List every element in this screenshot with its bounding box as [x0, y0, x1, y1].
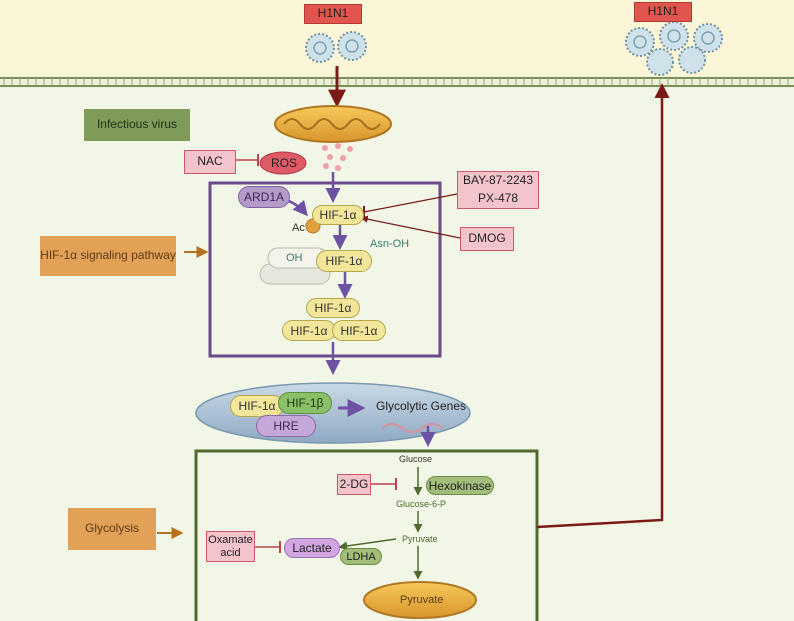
- hre-node: HRE: [256, 415, 316, 437]
- oh-cloud: [259, 247, 331, 285]
- 2dg-label: 2-DG: [337, 474, 371, 495]
- h1n1-label-right: H1N1: [634, 2, 692, 22]
- h1n1-virus-cluster-icon: [625, 21, 723, 76]
- asn-oh-label: Asn-OH: [370, 238, 410, 250]
- glycolysis-label: Glycolysis: [68, 508, 156, 550]
- glucose-6-p-label: Glucose-6-P: [396, 499, 447, 509]
- px-inhibitor: PX-478: [477, 191, 519, 205]
- hif1a-node: HIF-1α: [312, 205, 364, 225]
- mitochondrion-bottom-icon: [363, 581, 477, 619]
- lactate-node: Lactate: [284, 538, 340, 558]
- virion-release-arrow: [536, 83, 670, 529]
- oh-label: OH: [286, 252, 303, 264]
- mitochondrion-icon: [274, 105, 392, 143]
- hif1a-hydroxylated-node: HIF-1α: [316, 250, 372, 272]
- acetyl-label: Ac: [292, 222, 305, 234]
- hif-pathway-frame: [208, 181, 442, 358]
- hif1a-oligomer-left: HIF-1α: [282, 320, 336, 341]
- pyruvate-mito-label: Pyruvate: [400, 594, 444, 606]
- h1n1-label-left: H1N1: [304, 4, 362, 24]
- ros-node: [259, 151, 307, 175]
- hif-pathway-label: HIF-1α signaling pathway: [40, 236, 176, 276]
- dmog-label: DMOG: [460, 227, 514, 251]
- bay-inhibitor: BAY-87-2243: [462, 173, 534, 188]
- hexokinase-node: Hexokinase: [426, 476, 494, 495]
- hif1a-oligomer-right: HIF-1α: [332, 320, 386, 341]
- bay-px-label: BAY-87-2243 PX-478: [457, 171, 539, 209]
- pyruvate-label: Pyruvate: [402, 534, 438, 544]
- ldha-node: LDHA: [340, 548, 382, 565]
- cell-membrane: [0, 76, 794, 88]
- h1n1-virus-icon: [305, 31, 367, 63]
- oxamate-acid-label: Oxamate acid: [206, 531, 255, 562]
- ros-label: ROS: [271, 156, 298, 170]
- glycolysis-frame: [194, 449, 539, 621]
- hif1a-nuclear-node: HIF-1α: [230, 395, 284, 417]
- hif1a-oligomer-top: HIF-1α: [306, 298, 360, 318]
- nac-label: NAC: [184, 150, 236, 174]
- infectious-virus-label: Infectious virus: [84, 109, 190, 141]
- hif1b-node: HIF-1β: [278, 392, 332, 414]
- glycolytic-genes-label: Glycolytic Genes: [376, 399, 467, 413]
- ros-particles: [322, 143, 353, 171]
- glucose-label: Glucose: [399, 454, 433, 464]
- ard1a-node: ARD1A: [238, 186, 290, 208]
